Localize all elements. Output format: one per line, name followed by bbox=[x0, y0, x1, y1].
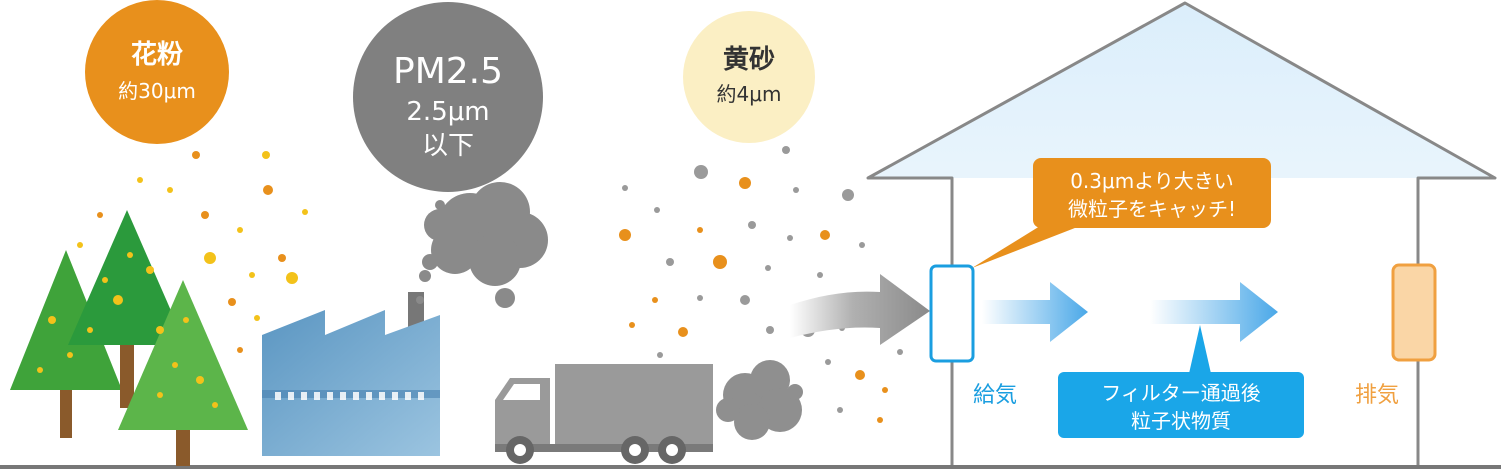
exhaust-smoke-icon bbox=[716, 360, 803, 440]
airflow-arrow-icon-1 bbox=[982, 282, 1088, 342]
pollen-title: 花粉 bbox=[131, 40, 183, 70]
filtered-line2: 粒子状物質 bbox=[1131, 409, 1231, 433]
pm25-note: 以下 bbox=[422, 131, 474, 161]
smoke-cloud-icon bbox=[416, 182, 548, 308]
tree-icon bbox=[10, 210, 248, 466]
intake-label: 給気 bbox=[973, 383, 1017, 408]
dust-size: 約4μm bbox=[717, 82, 782, 106]
inflow-arrow-icon bbox=[790, 274, 930, 345]
callout-line1: 0.3μmより大きい bbox=[1070, 169, 1234, 193]
pm25-size: 2.5μm bbox=[406, 97, 489, 127]
dust-title: 黄砂 bbox=[723, 45, 775, 75]
pollen-bubble: 花粉 約30μm bbox=[85, 0, 229, 144]
filtered-label-box: フィルター通過後 粒子状物質 bbox=[1058, 325, 1304, 438]
pollen-size: 約30μm bbox=[118, 79, 196, 103]
dust-particles bbox=[619, 146, 903, 423]
dust-bubble: 黄砂 約4μm bbox=[683, 11, 815, 143]
factory-icon bbox=[262, 292, 440, 456]
filter-callout: 0.3μmより大きい 微粒子をキャッチ! bbox=[972, 158, 1271, 268]
filtered-line1: フィルター通過後 bbox=[1101, 381, 1261, 405]
exhaust-label: 排気 bbox=[1355, 383, 1399, 408]
pm25-bubble: PM2.5 2.5μm 以下 bbox=[353, 2, 543, 192]
callout-line2: 微粒子をキャッチ! bbox=[1068, 197, 1236, 221]
airflow-arrow-icon-2 bbox=[1150, 282, 1278, 342]
truck-icon bbox=[495, 364, 713, 464]
pm25-title: PM2.5 bbox=[393, 51, 503, 92]
pollen-on-trees bbox=[37, 252, 218, 408]
exhaust-vent-icon bbox=[1391, 263, 1437, 362]
pollen-particles bbox=[77, 151, 308, 353]
filter-icon bbox=[929, 264, 975, 363]
